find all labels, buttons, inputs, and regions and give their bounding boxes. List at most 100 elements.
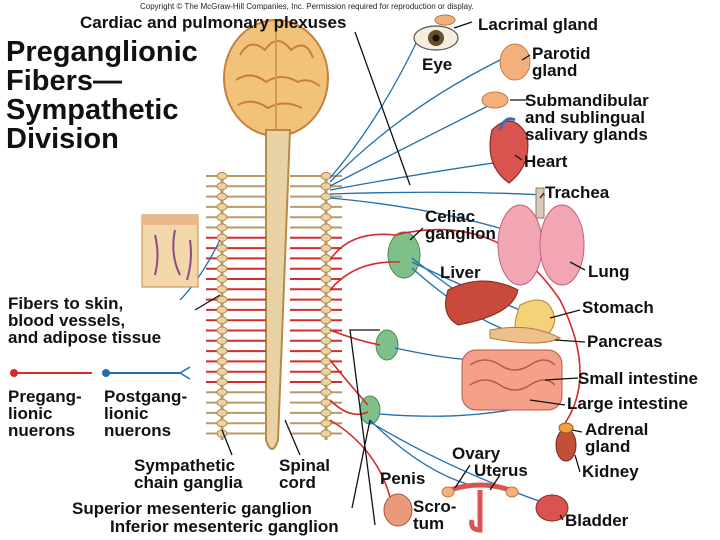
chain-ganglion-left-4 — [216, 202, 228, 211]
legend-preganglionic-marker — [10, 369, 92, 377]
chain-ganglion-left-20 — [216, 367, 228, 376]
label-heart: Heart — [524, 152, 568, 171]
chain-ganglion-right-6 — [320, 223, 332, 232]
chain-ganglion-left-5 — [216, 213, 228, 222]
chain-ganglion-left-12 — [216, 285, 228, 294]
lacrimal-gland — [434, 14, 456, 26]
chain-ganglion-right-24 — [320, 408, 332, 417]
chain-ganglion-left-13 — [216, 295, 228, 304]
label-bladder: Bladder — [565, 511, 629, 530]
label-eye: Eye — [422, 55, 453, 74]
chain-ganglion-left-2 — [216, 182, 228, 191]
chain-ganglion-right-19 — [320, 357, 332, 366]
chain-ganglion-right-3 — [320, 192, 332, 201]
copyright-notice: Copyright © The McGraw-Hill Companies, I… — [140, 2, 474, 11]
label-superior-mesenteric-ganglion: Superior mesenteric ganglion — [72, 499, 312, 518]
chain-ganglion-left-11 — [216, 275, 228, 283]
label-scrotum: Scro- tum — [413, 497, 457, 533]
chain-ganglion-right-15 — [320, 316, 332, 325]
chain-ganglion-left-1 — [216, 172, 228, 180]
label-fibers-to-skin: Fibers to skin, blood vessels, and adipo… — [8, 294, 162, 347]
label-adrenal-gland: Adrenal gland — [585, 420, 649, 456]
kidney — [555, 422, 577, 462]
chain-ganglion-right-21 — [320, 378, 332, 386]
preganglionic-fibers — [329, 228, 581, 506]
lung — [497, 187, 585, 286]
skin-block — [141, 214, 199, 288]
legend-preganglionic-label: Pregang- lionic nuerons — [8, 387, 82, 440]
label-kidney: Kidney — [582, 462, 639, 481]
liver — [445, 280, 519, 326]
penis-scrotum — [383, 493, 413, 527]
diagram-title: Preganglionic Fibers— Sympathetic Divisi… — [6, 36, 198, 155]
chain-ganglion-left-3 — [216, 192, 228, 201]
chain-ganglion-right-10 — [320, 264, 332, 273]
chain-ganglion-right-22 — [320, 388, 332, 397]
chain-ganglion-right-18 — [320, 347, 332, 356]
superior-mesenteric-ganglion-body — [375, 329, 399, 361]
chain-ganglion-left-19 — [216, 357, 228, 366]
label-submandibular-glands: Submandibular and sublingual salivary gl… — [525, 91, 649, 144]
chain-ganglion-left-23 — [216, 398, 228, 407]
celiac-ganglion — [387, 231, 421, 279]
label-parotid-gland: Parotid gland — [532, 44, 591, 80]
label-large-intestine: Large intestine — [567, 394, 688, 413]
chain-ganglion-right-8 — [320, 244, 332, 253]
label-liver: Liver — [440, 263, 481, 282]
chain-ganglion-left-6 — [216, 223, 228, 232]
chain-ganglion-right-16 — [320, 326, 332, 335]
label-lacrimal-gland: Lacrimal gland — [478, 15, 598, 34]
chain-ganglion-right-11 — [320, 275, 332, 283]
chain-ganglion-right-5 — [320, 213, 332, 222]
heart — [489, 117, 529, 184]
chain-ganglion-right-9 — [320, 254, 332, 263]
label-spinal-cord: Spinal cord — [279, 456, 331, 492]
parotid-gland — [499, 43, 531, 81]
leader-lines — [194, 21, 586, 526]
label-ovary: Ovary — [452, 444, 501, 463]
chain-ganglion-left-16 — [216, 326, 228, 335]
label-lung: Lung — [588, 262, 630, 281]
uterus — [441, 482, 519, 533]
chain-ganglion-right-26 — [320, 429, 332, 438]
chain-ganglion-left-21 — [216, 378, 228, 386]
chain-ganglion-right-17 — [320, 336, 332, 345]
label-pancreas: Pancreas — [587, 332, 663, 351]
chain-ganglion-left-18 — [216, 347, 228, 356]
chain-ganglion-left-9 — [216, 254, 228, 263]
label-inferior-mesenteric-ganglion: Inferior mesenteric ganglion — [110, 517, 339, 536]
chain-ganglion-right-2 — [320, 182, 332, 191]
chain-ganglion-right-20 — [320, 367, 332, 376]
label-sympathetic-chain-ganglia: Sympathetic chain ganglia — [134, 456, 243, 492]
label-small-intestine: Small intestine — [578, 369, 698, 388]
eye — [413, 25, 459, 51]
chain-ganglion-left-17 — [216, 336, 228, 345]
chain-ganglion-right-1 — [320, 172, 332, 180]
spinal-cord — [265, 129, 292, 450]
spinal-nerve-rungs — [206, 172, 342, 438]
label-penis: Penis — [380, 469, 426, 488]
chain-ganglion-left-10 — [216, 264, 228, 273]
chain-ganglion-left-24 — [216, 408, 228, 417]
chain-ganglion-left-7 — [216, 233, 228, 242]
submandibular-gland — [481, 91, 509, 109]
chain-ganglion-right-4 — [320, 202, 332, 211]
label-stomach: Stomach — [582, 298, 654, 317]
label-cardiac-pulmonary-plexuses: Cardiac and pulmonary plexuses — [80, 13, 347, 32]
chain-ganglion-left-25 — [216, 419, 228, 428]
chain-ganglion-right-25 — [320, 419, 332, 428]
chain-ganglion-right-12 — [320, 285, 332, 294]
chain-ganglion-right-7 — [320, 233, 332, 242]
chain-ganglion-right-13 — [320, 295, 332, 304]
legend-postganglionic-marker — [102, 366, 191, 380]
label-celiac-ganglion: Celiac ganglion — [425, 207, 496, 243]
brain — [223, 19, 329, 137]
chain-ganglion-right-14 — [320, 305, 332, 314]
label-uterus: Uterus — [474, 461, 528, 480]
chain-ganglion-right-23 — [320, 398, 332, 407]
bladder — [535, 494, 569, 522]
chain-ganglion-left-8 — [216, 244, 228, 253]
chain-ganglion-left-15 — [216, 316, 228, 325]
